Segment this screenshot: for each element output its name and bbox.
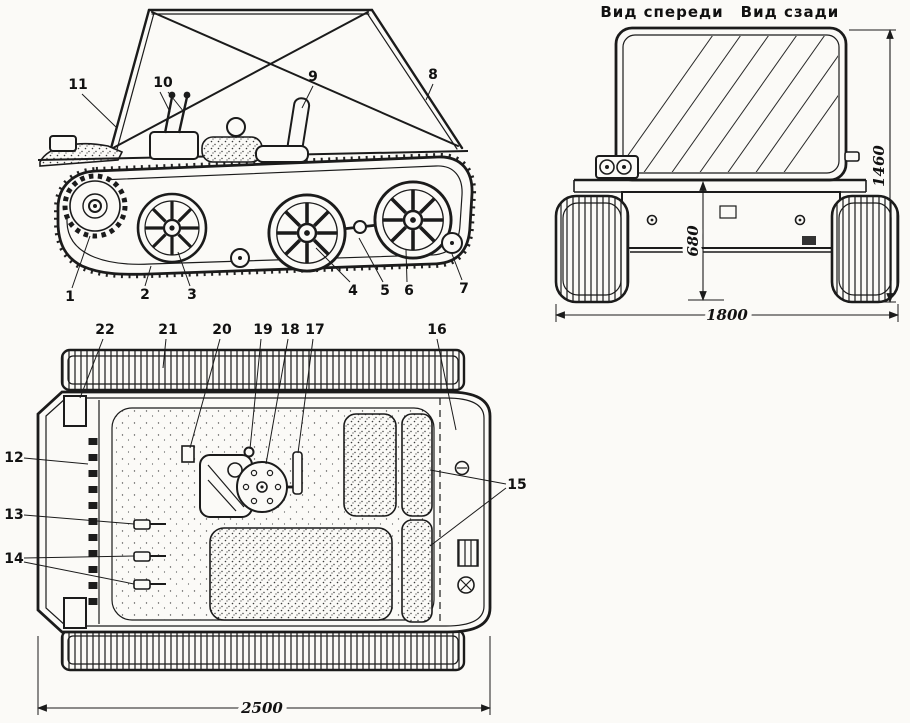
windshield-glass: [626, 36, 838, 172]
control-levers: [163, 91, 191, 134]
callout-19: 19: [253, 322, 272, 338]
dim-length-value: 2500: [240, 699, 283, 717]
track-plan-bottom: [60, 628, 466, 672]
callout-8: 8: [428, 67, 438, 83]
seat-bench-bottom: [209, 527, 393, 621]
fuel-tank-side: [201, 136, 263, 163]
shift-knob: [243, 446, 255, 458]
callout-6: 6: [404, 283, 414, 299]
dim-platform-value: 680: [684, 225, 702, 257]
front-view-label: Вид спереди: [600, 3, 723, 21]
road-wheel-front: [136, 192, 208, 264]
engine-mount-bracket: [181, 445, 195, 463]
track-front-right: [830, 194, 900, 304]
cab: [614, 26, 860, 182]
front-bumper: [49, 135, 77, 152]
cab-side-latch: [844, 151, 860, 162]
platform: [573, 178, 867, 193]
front-rear-view: Вид спереди Вид сзади: [554, 3, 900, 329]
hull-side: [37, 91, 469, 167]
front-bracket-bottom: [63, 597, 87, 629]
callout-7: 7: [459, 281, 469, 297]
track-plan-top: [60, 348, 466, 392]
air-filter: [226, 117, 246, 137]
dim-height-value: 1460: [870, 145, 888, 187]
callout-22: 22: [95, 322, 114, 338]
callout-17: 17: [305, 322, 324, 338]
callout-4: 4: [348, 283, 358, 299]
front-bracket-top: [63, 395, 87, 427]
canopy-frame: [108, 8, 464, 154]
callout-3: 3: [187, 287, 197, 303]
pulley: [227, 462, 243, 478]
tail-lamp: [802, 236, 816, 245]
track-front-left: [554, 194, 630, 304]
plan-view: 22 21 20 19 18 17 16 12 13 14 15 2500: [4, 322, 527, 722]
callout-2: 2: [140, 287, 150, 303]
dim-width-value: 1800: [706, 306, 748, 324]
side-view: 11 10 9 8 1 2 3 4 5 6 7: [37, 8, 477, 305]
seats-plan: [209, 413, 433, 623]
callout-20: 20: [212, 322, 232, 338]
engine-block: [149, 131, 199, 160]
drive-sprocket: [65, 176, 125, 236]
callout-16: 16: [427, 322, 446, 338]
seat-cushion-right: [343, 413, 397, 517]
callout-13: 13: [4, 507, 23, 523]
vent-grille: [457, 539, 479, 567]
seat-backrest-bottom: [401, 519, 433, 623]
callout-18: 18: [280, 322, 299, 338]
road-wheel-rear: [373, 180, 453, 260]
side-callouts: 11 10 9 8 1 2 3 4 5 6 7: [65, 67, 469, 305]
bogie-pivot: [353, 220, 367, 234]
right-compartment: [454, 460, 479, 594]
callout-1: 1: [65, 289, 75, 305]
callout-12: 12: [4, 450, 23, 466]
gear-lever: [292, 451, 303, 495]
plan-callouts: 22 21 20 19 18 17 16 12 13 14 15: [4, 322, 527, 585]
body-box: [621, 191, 847, 253]
callout-11: 11: [68, 77, 87, 93]
callout-21: 21: [158, 322, 177, 338]
rear-view-label: Вид сзади: [741, 3, 840, 21]
callout-15: 15: [507, 477, 526, 493]
engine-plan: [181, 445, 303, 518]
dim-overall-width: 1800: [555, 302, 899, 329]
callout-10: 10: [153, 75, 173, 91]
road-wheel-middle: [267, 193, 347, 273]
callout-14: 14: [4, 551, 24, 567]
callout-9: 9: [308, 69, 318, 85]
driver-seat-side: [255, 97, 311, 163]
seat-backrest-top: [401, 413, 433, 517]
callout-5: 5: [380, 283, 390, 299]
headlight-unit: [595, 155, 639, 179]
running-gear: [65, 176, 463, 273]
brake-levers: [133, 519, 166, 590]
